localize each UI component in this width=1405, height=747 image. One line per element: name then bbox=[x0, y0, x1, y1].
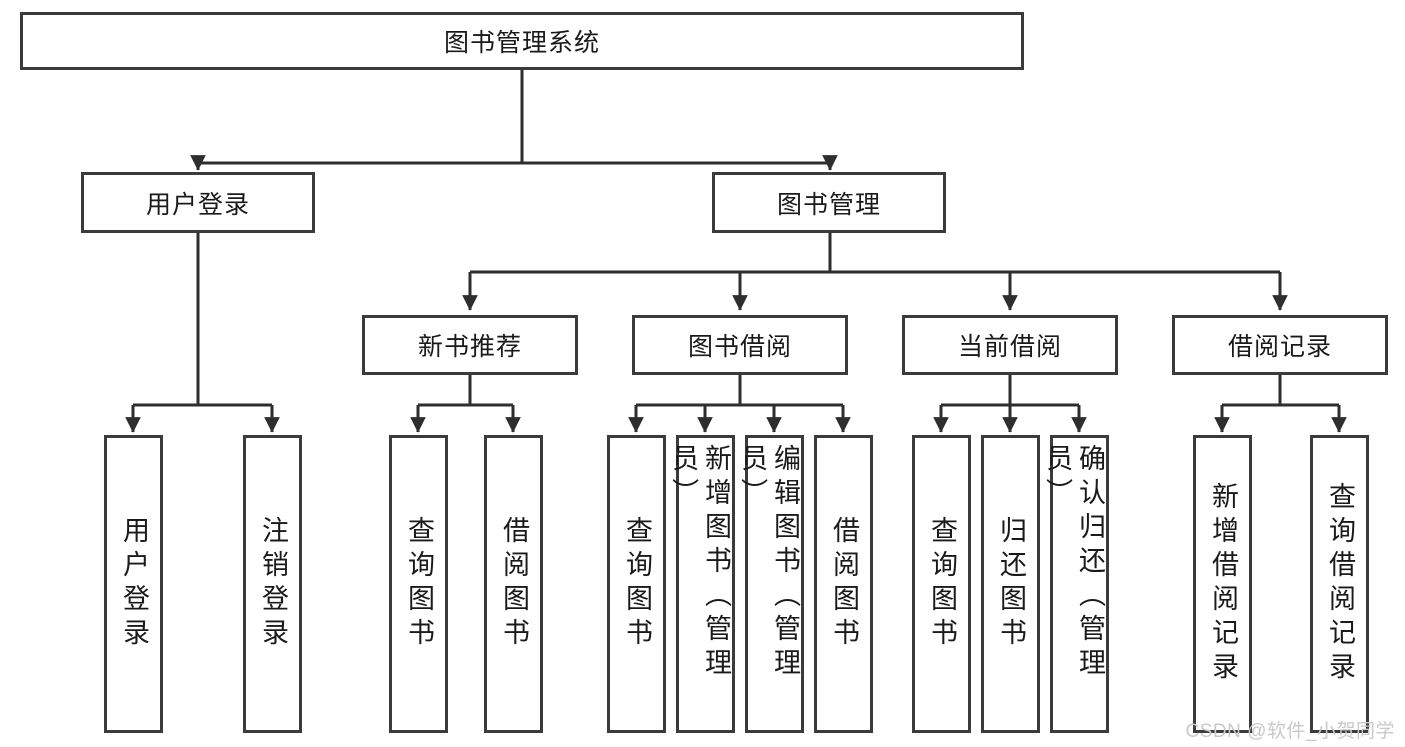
leaf-bb-query-book[interactable]: 查询图书 bbox=[607, 435, 666, 733]
leaf-cb-confirm-return[interactable]: 确认归还（管理员） bbox=[1042, 435, 1109, 733]
node-borrow-record[interactable]: 借阅记录 bbox=[1172, 315, 1388, 375]
leaf-user-login[interactable]: 用户登录 bbox=[104, 435, 163, 733]
leaf-cb-query-book[interactable]: 查询图书 bbox=[912, 435, 971, 733]
watermark-text: CSDN @软件_小贺同学 bbox=[1185, 721, 1395, 742]
leaf-br-add-record[interactable]: 新增借阅记录 bbox=[1193, 435, 1252, 733]
leaf-br-query-record[interactable]: 查询借阅记录 bbox=[1310, 435, 1369, 733]
leaf-bb-borrow-book[interactable]: 借阅图书 bbox=[814, 435, 873, 733]
node-user-login[interactable]: 用户登录 bbox=[81, 172, 315, 233]
node-book-borrow[interactable]: 图书借阅 bbox=[632, 315, 848, 375]
leaf-bb-add-book[interactable]: 新增图书（管理员） bbox=[668, 435, 735, 733]
leaf-nb-query-book[interactable]: 查询图书 bbox=[389, 435, 448, 733]
leaf-cb-return-book[interactable]: 归还图书 bbox=[981, 435, 1040, 733]
node-current-borrow[interactable]: 当前借阅 bbox=[902, 315, 1118, 375]
node-new-book-recommend[interactable]: 新书推荐 bbox=[362, 315, 578, 375]
leaf-bb-edit-book[interactable]: 编辑图书（管理员） bbox=[737, 435, 804, 733]
leaf-nb-borrow-book[interactable]: 借阅图书 bbox=[484, 435, 543, 733]
node-book-management[interactable]: 图书管理 bbox=[712, 172, 946, 233]
leaf-logout[interactable]: 注销登录 bbox=[243, 435, 302, 733]
node-root[interactable]: 图书管理系统 bbox=[20, 12, 1024, 70]
